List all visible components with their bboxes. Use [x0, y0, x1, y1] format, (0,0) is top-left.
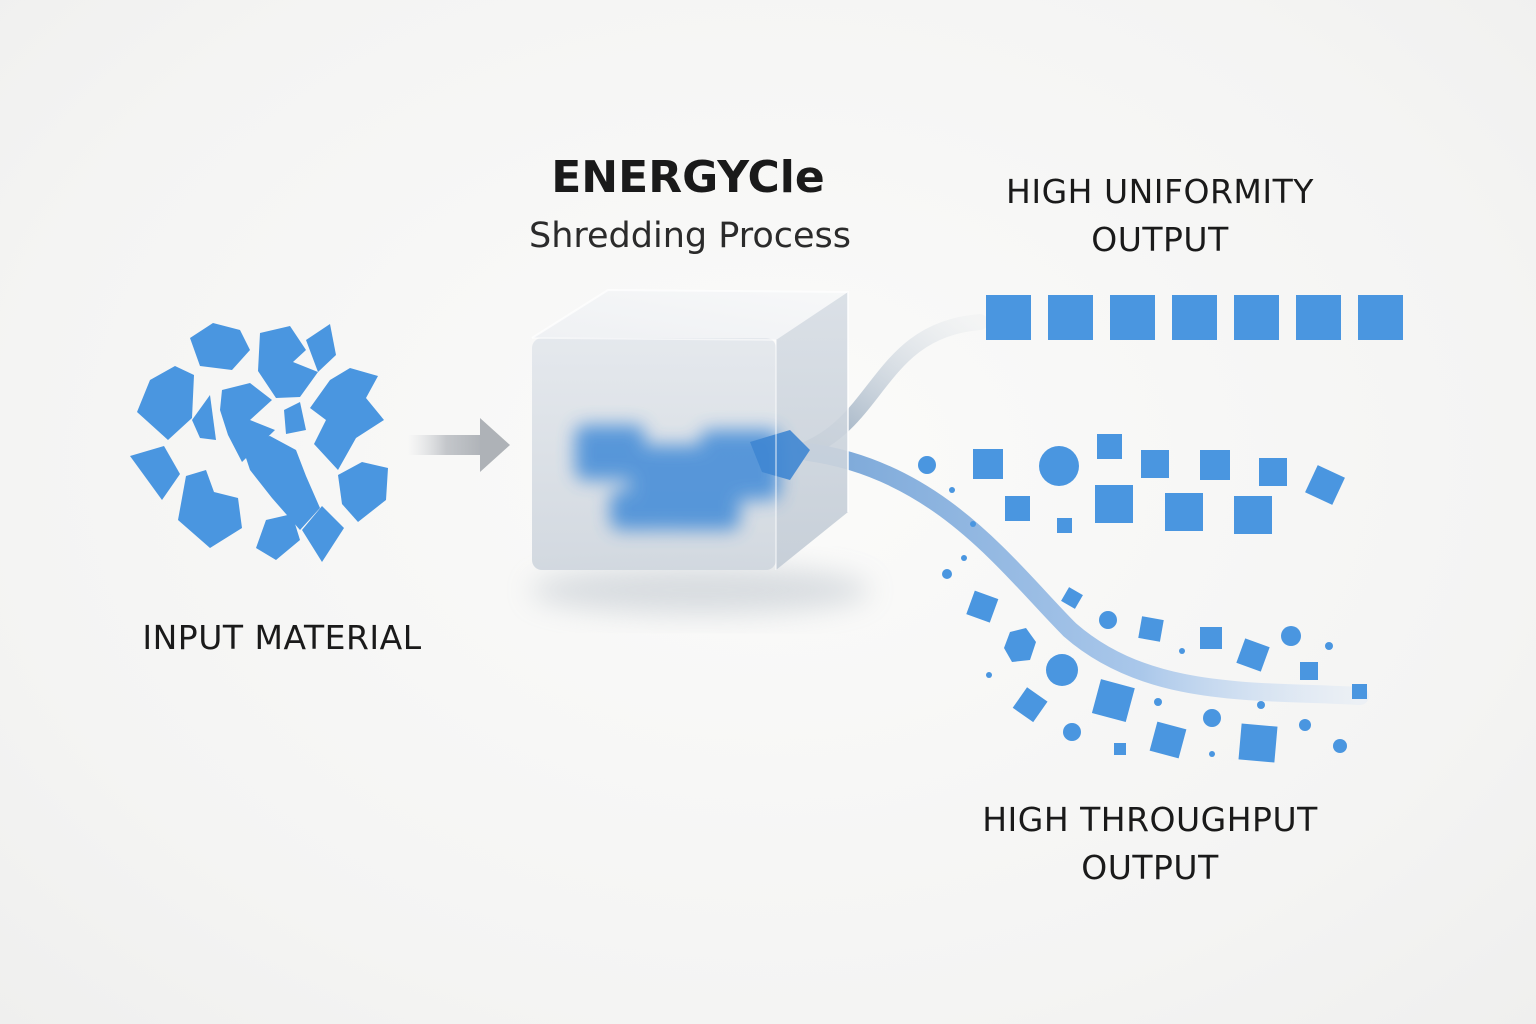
- input-fragment: [240, 436, 320, 530]
- input-fragment: [310, 368, 384, 470]
- shredder-cube: [531, 288, 849, 570]
- uniform-particle: [986, 295, 1031, 340]
- uniform-particles: [986, 295, 1403, 340]
- input-fragment: [258, 326, 318, 398]
- input-material-cluster: [130, 323, 388, 562]
- process-subtitle: Shredding Process: [528, 216, 851, 256]
- uniform-particle: [1234, 295, 1279, 340]
- input-material-label: INPUT MATERIAL: [142, 618, 422, 657]
- high-uniformity-label: HIGH UNIFORMITY OUTPUT: [950, 168, 1370, 264]
- high-throughput-label: HIGH THROUGHPUT OUTPUT: [940, 796, 1360, 892]
- throughput-stream: [799, 443, 1369, 705]
- uniform-particle: [1296, 295, 1341, 340]
- input-fragment: [178, 470, 242, 548]
- uniform-particle: [1048, 295, 1093, 340]
- input-fragment: [190, 323, 250, 370]
- brand-title: ENERGYCle: [551, 152, 825, 203]
- uniform-particle: [1172, 295, 1217, 340]
- input-fragment: [137, 366, 194, 440]
- input-fragment: [256, 514, 300, 560]
- throughput-particles: [918, 434, 1367, 763]
- high-uniformity-line-1: HIGH UNIFORMITY: [1006, 172, 1314, 211]
- cube-shadow: [530, 566, 870, 614]
- input-fragment: [192, 395, 216, 440]
- input-fragment: [338, 462, 388, 522]
- uniform-particle: [1110, 295, 1155, 340]
- high-uniformity-line-2: OUTPUT: [1091, 220, 1229, 259]
- uniform-particle: [1358, 295, 1403, 340]
- high-throughput-line-2: OUTPUT: [1081, 848, 1219, 887]
- input-fragment: [284, 402, 306, 434]
- input-fragment: [302, 506, 344, 562]
- input-arrow: [408, 418, 510, 472]
- input-fragment: [130, 446, 180, 500]
- high-throughput-line-1: HIGH THROUGHPUT: [982, 800, 1318, 839]
- input-fragment: [306, 324, 336, 372]
